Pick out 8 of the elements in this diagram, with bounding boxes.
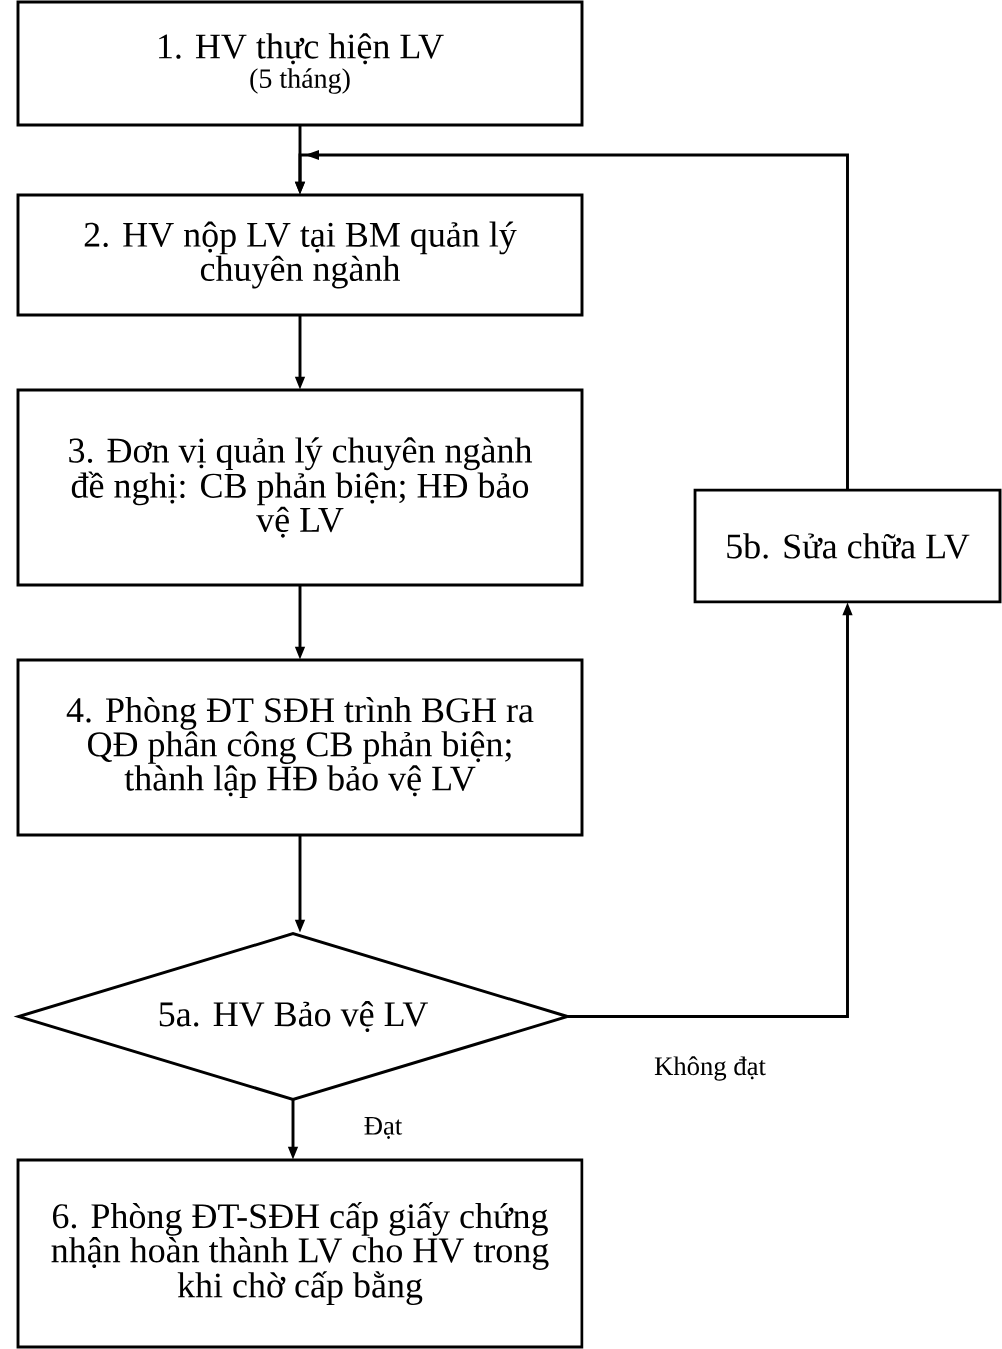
- process-box: 3. Đơn vị quản lý chuyên ngành đề nghị: CB phản biện; HĐ bảo vệ LV: [16, 388, 584, 587]
- process-box: 6. Phòng ĐT-SĐH cấp giấy chứng nhận hoàn thành LV cho HV trong khi chờ cấp bằng: [16, 1158, 584, 1349]
- process-box: 1. HV thực hiện LV (5 tháng): [16, 0, 584, 127]
- process-box: 5b. Sửa chữa LV: [693, 488, 1002, 604]
- process-box: 4. Phòng ĐT SĐH trình BGH ra QĐ phân công CB phản biện; thành lập HĐ bảo vệ LV: [16, 658, 584, 837]
- edge-label: Không đạt: [652, 1055, 768, 1082]
- edge-label: Đạt: [362, 1115, 404, 1141]
- process-box: 2. HV nộp LV tại BM quản lý chuyên ngành: [16, 193, 584, 317]
